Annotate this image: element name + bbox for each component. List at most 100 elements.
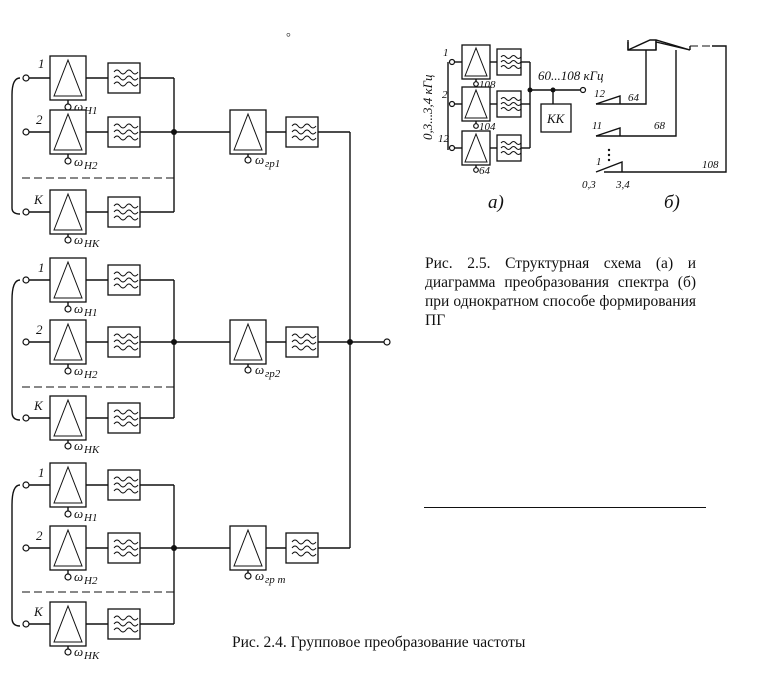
carrier-omega: ω (74, 438, 83, 453)
channel-carrier-freq: 104 (479, 121, 496, 133)
group-modulator-block (229, 319, 267, 365)
carrier-subscript: Н2 (83, 369, 98, 381)
input-terminal[interactable] (22, 544, 30, 552)
carrier-omega: ω (74, 363, 83, 378)
channel-number: 2 (36, 322, 43, 337)
band-shape (595, 127, 621, 137)
filter-block (107, 402, 141, 434)
group-modulator-block (229, 109, 267, 155)
label-a: а) (488, 192, 504, 213)
spectrum-label: 108 (702, 159, 719, 171)
group-carrier-omega: ω (255, 152, 264, 167)
modulator-block (49, 525, 87, 571)
input-terminal[interactable] (22, 481, 30, 489)
channel-row: К ω НК (22, 601, 174, 662)
spectrum-label: 68 (654, 120, 666, 132)
filter-block (107, 196, 141, 228)
input-terminal[interactable] (448, 144, 456, 152)
channel-number: 12 (438, 133, 450, 145)
input-band-label: 0,3...3,4 кГц (420, 74, 435, 140)
filter-block (496, 90, 522, 118)
input-terminal[interactable] (22, 128, 30, 136)
output-band-label: 60...108 кГц (538, 68, 604, 83)
output-terminal[interactable] (383, 338, 391, 346)
carrier-omega: ω (74, 154, 83, 169)
channel-row: К ω НК (22, 395, 174, 456)
fig24-caption: Рис. 2.4. Групповое преобразование часто… (232, 634, 526, 651)
spectrum-label: 64 (628, 92, 640, 104)
group-2: 1 ω Н1 2 ω Н2 (11, 257, 350, 456)
group-modulator-block (229, 525, 267, 571)
channel-number: К (33, 604, 44, 619)
filter-block (107, 116, 141, 148)
channel-number: 2 (36, 112, 43, 127)
label-b: б) (664, 192, 680, 213)
band-shape (595, 95, 621, 105)
channel-number: 1 (38, 56, 45, 71)
input-terminal[interactable] (22, 620, 30, 628)
channel-number: 1 (38, 465, 45, 480)
filter-block (107, 608, 141, 640)
carrier-omega: ω (74, 99, 83, 114)
group-filter-block (285, 326, 319, 358)
modulator-block (49, 319, 87, 365)
stray-mark: ° (286, 30, 291, 44)
filter-block (496, 48, 522, 76)
channel-row: 2 ω Н2 (22, 109, 174, 172)
modulator-block (461, 130, 491, 166)
channel-row: 1 ω Н1 (22, 55, 174, 117)
fig24-diagram: 1 ω Н1 2 ω Н2 (11, 55, 391, 662)
channel-row: 1 ω Н1 (22, 257, 174, 319)
group-filter-block (285, 532, 319, 564)
filter-block (107, 532, 141, 564)
arrow-108 (604, 45, 727, 173)
channel-number: К (33, 398, 44, 413)
kk-label: КК (546, 111, 566, 126)
carrier-subscript: НК (83, 650, 100, 662)
modulator-block (49, 257, 87, 303)
carrier-omega: ω (74, 232, 83, 247)
carrier-subscript: Н2 (83, 160, 98, 172)
spectrum-label: 0,3 (582, 179, 596, 191)
input-terminal[interactable] (22, 74, 30, 82)
carrier-omega: ω (74, 569, 83, 584)
channel-number: 1 (443, 47, 449, 59)
arrow-64 (596, 50, 647, 105)
fig25a-diagram: 0,3...3,4 кГц 1 108 2 104 12 64 (420, 44, 604, 213)
carrier-subscript: Н1 (83, 512, 97, 524)
spectrum-label: 11 (592, 120, 602, 132)
kk-block (540, 103, 572, 133)
input-terminal[interactable] (22, 276, 30, 284)
group-m: 1 ω Н1 2 ω Н2 (11, 462, 350, 662)
modulator-block (461, 86, 491, 122)
input-terminal[interactable] (22, 414, 30, 422)
group-carrier-subscript: гр1 (265, 158, 280, 170)
filter-block (107, 326, 141, 358)
spectrum-label: 12 (594, 88, 606, 100)
channel-row: К ω НК (22, 189, 174, 250)
output-terminal[interactable] (579, 86, 587, 94)
carrier-subscript: Н2 (83, 575, 98, 587)
spectrum-label: 1 (596, 156, 602, 168)
modulator-block (49, 395, 87, 441)
arrow-68 (596, 50, 677, 137)
separator-rule (424, 507, 706, 508)
carrier-subscript: Н1 (83, 307, 97, 319)
filter-block (496, 134, 522, 162)
input-terminal[interactable] (22, 338, 30, 346)
fig25-caption: Рис. 2.5. Структурная схема (а) и диагра… (425, 255, 696, 329)
input-terminal[interactable] (448, 58, 456, 66)
channel-row: 2 ω Н2 (22, 319, 174, 381)
group-2-bracket (11, 279, 21, 421)
modulator-block (49, 109, 87, 155)
input-terminal[interactable] (448, 100, 456, 108)
channel-row: 2 ω Н2 (22, 525, 174, 587)
channel-number: 1 (38, 260, 45, 275)
group-filter-block (285, 116, 319, 148)
filter-block (107, 264, 141, 296)
channel-number: 2 (36, 528, 43, 543)
carrier-omega: ω (74, 644, 83, 659)
group-m-bracket (11, 484, 21, 627)
input-terminal[interactable] (22, 208, 30, 216)
